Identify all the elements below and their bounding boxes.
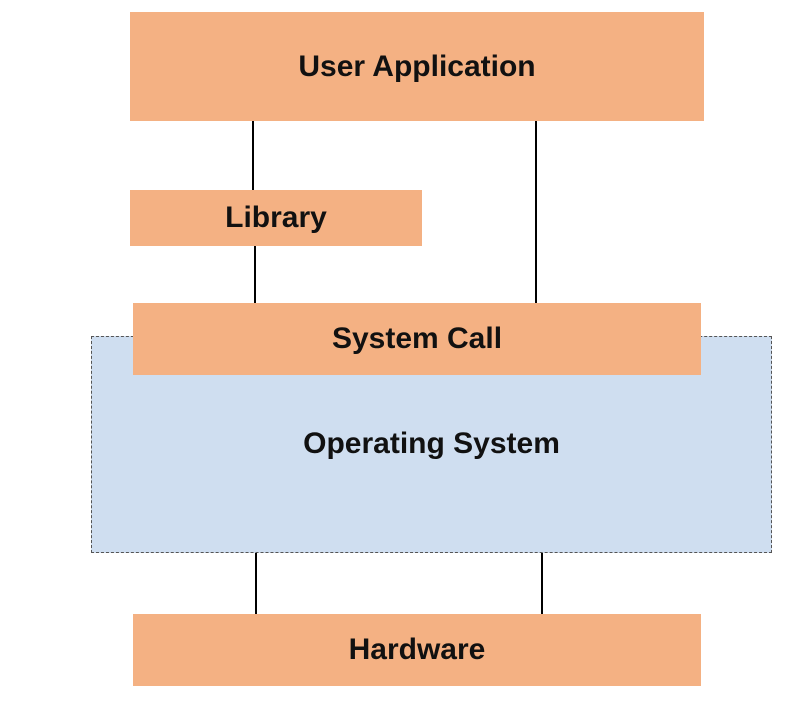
library-box: Library: [130, 190, 422, 246]
hardware-box: Hardware: [133, 614, 701, 686]
connector-app-to-system-call: [535, 121, 537, 303]
connector-os-to-hardware-right: [541, 553, 543, 614]
system-call-label: System Call: [331, 322, 503, 355]
hardware-label: Hardware: [348, 633, 486, 666]
system-call-box: System Call: [133, 303, 701, 375]
user-application-label: User Application: [298, 49, 536, 83]
connector-library-to-system-call: [254, 246, 256, 303]
connector-app-to-library: [252, 121, 254, 190]
connector-os-to-hardware-left: [255, 553, 257, 614]
user-application-box: User Application: [130, 12, 704, 121]
library-label: Library: [225, 201, 327, 234]
operating-system-label: Operating System: [303, 427, 560, 460]
